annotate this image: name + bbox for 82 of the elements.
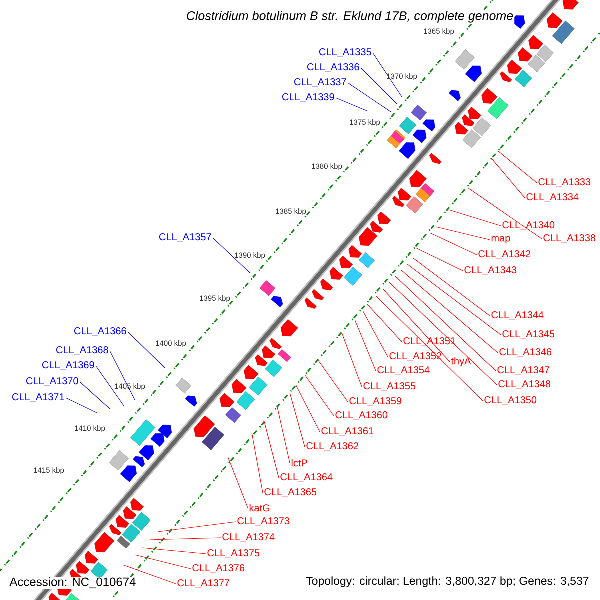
leader-line xyxy=(416,248,464,272)
leader-line xyxy=(150,538,222,540)
leader-line xyxy=(276,404,290,464)
leader-line xyxy=(96,366,124,406)
leader-line xyxy=(430,232,478,256)
leader-line xyxy=(362,310,388,358)
gene-label: CLL_A1369 xyxy=(42,362,94,370)
gene-label: CLL_A1345 xyxy=(502,330,555,340)
gene-label: CLL_A1362 xyxy=(306,442,359,452)
gene-label: thyA xyxy=(451,357,472,367)
leader-line xyxy=(228,456,248,508)
leader-line xyxy=(342,332,362,388)
leader-line xyxy=(264,420,280,478)
leader-line xyxy=(142,548,206,554)
accession-text: Accession: NC_010674 xyxy=(9,576,137,590)
leader-line xyxy=(400,270,498,354)
leader-line xyxy=(336,98,368,112)
leader-line xyxy=(498,150,538,184)
leader-line xyxy=(66,398,98,414)
leader-line xyxy=(468,188,542,240)
leader-line xyxy=(290,392,306,448)
gene-label: CLL_A1338 xyxy=(544,234,596,244)
gene-label: CLL_A1368 xyxy=(56,346,108,356)
gene-label: CLL_A1377 xyxy=(178,580,230,588)
leader-line xyxy=(406,264,502,336)
leader-line xyxy=(212,238,250,274)
gene-label: CLL_A1364 xyxy=(280,474,333,482)
genome-info-text: Topology: circular; Length: 3,800,327 bp; Genes: 3,537 xyxy=(304,575,591,589)
gene-label: CLL_A1375 xyxy=(208,550,260,558)
leader-line xyxy=(80,382,110,410)
gene-label: CLL_A1346 xyxy=(500,348,552,358)
gene-label: CLL_A1355 xyxy=(364,382,416,392)
gene-label: CLL_A1374 xyxy=(222,534,275,542)
leader-line xyxy=(304,374,334,416)
leader-line xyxy=(436,226,490,240)
leader-line xyxy=(382,288,450,362)
gene-label: CLL_A1335 xyxy=(319,48,372,58)
gene-label: CLL_A1337 xyxy=(294,78,346,88)
leader-line xyxy=(360,68,398,104)
leader-line xyxy=(348,82,392,112)
gene-label: CLL_A1336 xyxy=(307,64,360,72)
gene-label: CLL_A1357 xyxy=(159,234,212,242)
leader-line xyxy=(448,210,502,226)
gene-label: CLL_A1342 xyxy=(478,250,531,260)
leader-line xyxy=(388,282,498,386)
gene-label: CLL_A1376 xyxy=(192,564,245,574)
leader-line xyxy=(376,296,484,402)
gene-label: CLL_A1333 xyxy=(538,178,591,188)
leader-line xyxy=(134,554,192,570)
gene-label: map xyxy=(492,236,510,244)
leader-line xyxy=(122,564,176,584)
leader-line xyxy=(318,360,348,402)
leader-line xyxy=(492,158,526,198)
gene-label: CLL_A1343 xyxy=(464,266,517,276)
leader-line xyxy=(394,276,496,372)
gene-label: CLL_A1344 xyxy=(492,312,544,320)
leader-line xyxy=(412,258,490,316)
leader-line xyxy=(354,320,376,372)
gene-label: CLL_A1334 xyxy=(526,194,579,202)
leader-line xyxy=(128,332,166,368)
gene-label: CLL_A1361 xyxy=(322,428,374,436)
gene-label: CLL_A1354 xyxy=(378,366,430,376)
gene-label: katG xyxy=(250,504,270,512)
leader-line xyxy=(366,304,402,342)
gene-label: CLL_A1339 xyxy=(282,94,334,102)
gene-label: CLL_A1371 xyxy=(12,394,64,402)
gene-label: CLL_A1360 xyxy=(336,412,388,420)
title: Clostridium botulinum B str. Eklund 17B, complete genome xyxy=(185,10,515,24)
gene-label: lctP xyxy=(292,459,308,467)
gene-label: CLL_A1373 xyxy=(238,518,290,526)
gene-label: CLL_A1350 xyxy=(484,396,537,406)
leader-line xyxy=(158,522,236,532)
gene-label: CLL_A1366 xyxy=(74,328,126,336)
leader-line xyxy=(296,384,320,432)
gene-label: CLL_A1359 xyxy=(350,398,402,406)
leader-line xyxy=(372,52,402,98)
leader-line xyxy=(252,432,264,494)
gene-label: CLL_A1370 xyxy=(26,378,78,386)
gene-label: CLL_A1365 xyxy=(264,488,317,498)
gene-label: CLL_A1348 xyxy=(498,380,551,390)
gene-label: CLL_A1347 xyxy=(498,366,550,376)
leader-line xyxy=(110,350,136,400)
